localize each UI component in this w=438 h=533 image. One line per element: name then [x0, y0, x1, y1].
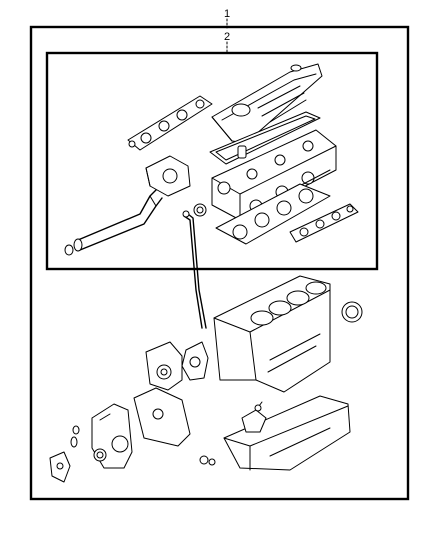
exhaust-manifold-gasket — [289, 203, 359, 243]
callout-1: 1 — [224, 8, 230, 20]
drain-washer — [208, 458, 216, 466]
crank-seal — [93, 448, 107, 462]
o-ring-pipe — [64, 244, 74, 256]
valve-cover — [211, 63, 323, 144]
oil-pickup — [241, 401, 267, 433]
plug-seal — [237, 145, 247, 159]
outer-kit-frame — [29, 25, 410, 501]
drain-plug — [199, 455, 209, 465]
intake-manifold-gasket — [127, 95, 213, 151]
timing-cover-inner — [133, 387, 191, 447]
o-ring-small-2 — [72, 425, 80, 435]
rear-main-seal — [341, 301, 363, 323]
o-ring-small-1 — [70, 436, 78, 448]
callout-2: 2 — [224, 31, 230, 43]
water-pump-gasket — [181, 341, 209, 381]
water-pump — [145, 341, 183, 391]
head-gasket — [215, 183, 331, 245]
dipstick-tube — [182, 210, 207, 329]
oil-pan — [223, 395, 351, 471]
water-pipe — [73, 189, 163, 252]
o-ring-head — [193, 203, 207, 217]
thermostat-housing — [145, 155, 191, 197]
oil-pump-housing — [49, 451, 71, 483]
upper-kit-frame — [45, 51, 379, 271]
engine-block — [213, 275, 331, 393]
